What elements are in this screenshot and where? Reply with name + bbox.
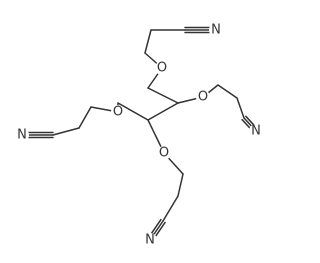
structure-diagram: O O O O N N N N bbox=[15, 22, 263, 248]
atom-label-n-left: N bbox=[17, 128, 27, 143]
bond-bottom-arm-3 bbox=[162, 195, 179, 222]
bond-c3-c2 bbox=[147, 87, 179, 104]
atom-label-o-left: O bbox=[113, 105, 123, 120]
bond-layer bbox=[21, 26, 259, 243]
atom-label-o-bottom: O bbox=[159, 146, 169, 161]
bond-left-arm-2 bbox=[78, 106, 92, 129]
bond-right-arm-3 bbox=[236, 97, 245, 119]
atom-label-background bbox=[157, 146, 171, 160]
atom-label-background bbox=[111, 105, 125, 119]
atom-label-o-top: O bbox=[157, 61, 167, 76]
bond-right-arm-2 bbox=[217, 84, 238, 99]
atom-label-background bbox=[155, 61, 169, 75]
atom-label-n-top: N bbox=[211, 23, 221, 38]
atom-label-n-right: N bbox=[251, 124, 261, 139]
bond-bottom-arm-2 bbox=[177, 173, 184, 197]
atom-label-background bbox=[15, 128, 29, 142]
atom-label-background bbox=[196, 90, 210, 104]
bond-left-arm-3 bbox=[52, 127, 80, 136]
bond-c4-c3 bbox=[147, 102, 179, 121]
atom-label-background bbox=[209, 23, 223, 37]
bond-c1-c4 bbox=[117, 102, 149, 121]
atom-label-n-bottom: N bbox=[145, 233, 155, 248]
atom-label-layer: O O O O N N N N bbox=[15, 23, 263, 248]
atom-label-o-right: O bbox=[198, 90, 208, 105]
bond-top-arm-2 bbox=[144, 29, 152, 54]
atom-label-background bbox=[143, 233, 157, 247]
atom-label-background bbox=[249, 124, 263, 138]
